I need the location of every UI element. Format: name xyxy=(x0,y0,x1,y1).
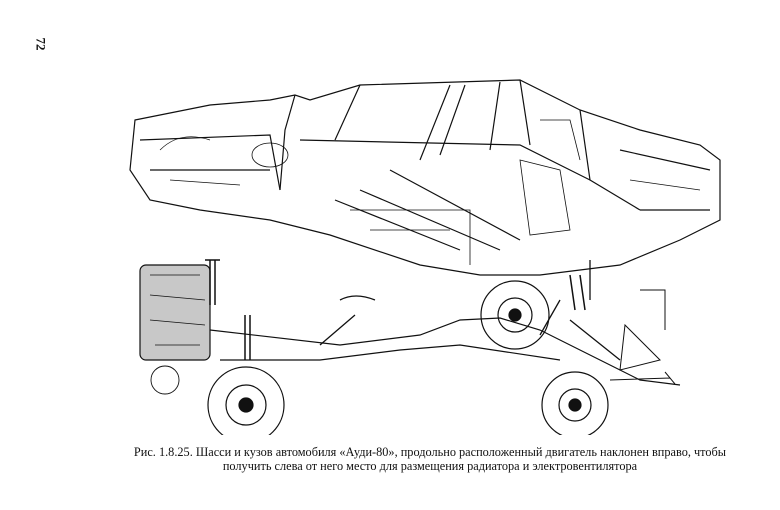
caption-line-1: Рис. 1.8.25. Шасси и кузов автомобиля «А… xyxy=(133,445,727,459)
figure-caption: Рис. 1.8.25. Шасси и кузов автомобиля «А… xyxy=(100,445,760,473)
car-body-chassis-illustration xyxy=(129,79,721,435)
page-number: 72 xyxy=(33,37,49,51)
caption-line-2: получить слева от него место для размеще… xyxy=(222,459,638,473)
car-body-shell xyxy=(129,79,721,276)
chassis xyxy=(139,259,681,435)
